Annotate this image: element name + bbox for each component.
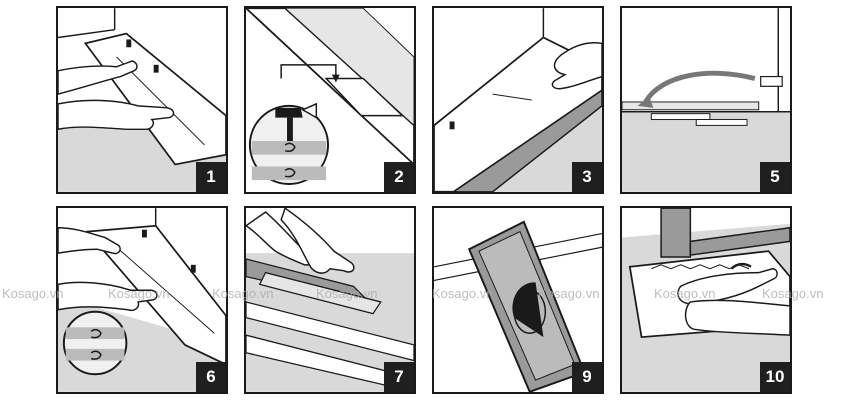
step-panel-3: 3 — [432, 6, 604, 194]
arrow-icon — [280, 64, 340, 83]
step-number-badge: 10 — [760, 362, 790, 392]
step-1-illustration — [58, 8, 226, 192]
step-panel-10: 10 — [620, 206, 792, 394]
step-panel-1: 1 — [56, 6, 228, 194]
step-panel-6: 6 — [56, 206, 228, 394]
step-number-badge: 5 — [760, 162, 790, 192]
step-number-badge: 3 — [572, 162, 602, 192]
step-number-badge: 9 — [572, 362, 602, 392]
plank-joint-icon — [62, 310, 128, 376]
step-panel-7: 7 — [244, 206, 416, 394]
step-panel-9: 9 — [432, 206, 604, 394]
hammer-icon — [275, 102, 318, 142]
step-number-badge: 6 — [196, 362, 226, 392]
step-number-badge: 7 — [384, 362, 414, 392]
step-panel-5: 5 — [620, 6, 792, 194]
watermark-text: Kosago.vn — [2, 286, 64, 301]
step-number-badge: 2 — [384, 162, 414, 192]
step-panel-2: 2 — [244, 6, 416, 194]
step-number-badge: 1 — [196, 162, 226, 192]
plank-joint-icon — [248, 104, 330, 185]
